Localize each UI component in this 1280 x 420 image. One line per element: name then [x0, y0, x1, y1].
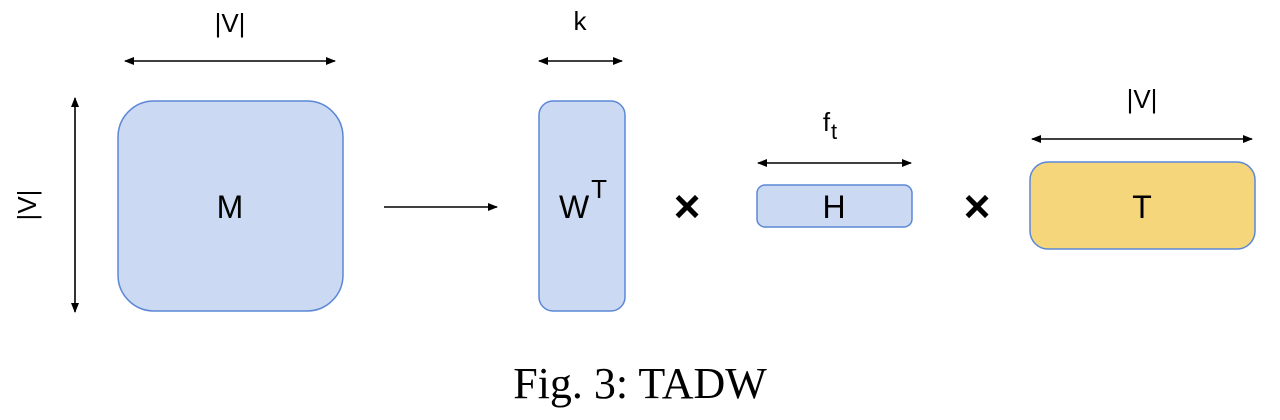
matrix-w	[538, 100, 626, 312]
matrix-m-label: M	[217, 189, 244, 225]
matrix-w-base: W	[559, 189, 590, 225]
matrix-h-label: H	[822, 189, 845, 225]
w-width-label: k	[574, 6, 588, 36]
h-width-base: f	[823, 107, 831, 137]
matrix-m	[117, 100, 344, 312]
matrix-w-superscript: T	[591, 174, 607, 204]
multiply-sign-1: ×	[674, 180, 701, 232]
figure-caption: Fig. 3: TADW	[513, 359, 767, 408]
t-width-label: |V|	[1127, 84, 1158, 114]
h-width-label: ft	[823, 107, 837, 144]
matrix-t	[1029, 161, 1256, 250]
tadw-diagram: |V| |V| M k WT × ft H × |V| T	[12, 6, 1256, 313]
m-height-label: |V|	[12, 190, 42, 221]
matrix-t-label: T	[1132, 189, 1152, 225]
h-width-subscript: t	[831, 119, 837, 144]
matrix-w-label: WT	[559, 174, 607, 225]
m-width-label: |V|	[215, 8, 246, 38]
matrix-h	[756, 184, 913, 228]
multiply-sign-2: ×	[964, 180, 991, 232]
